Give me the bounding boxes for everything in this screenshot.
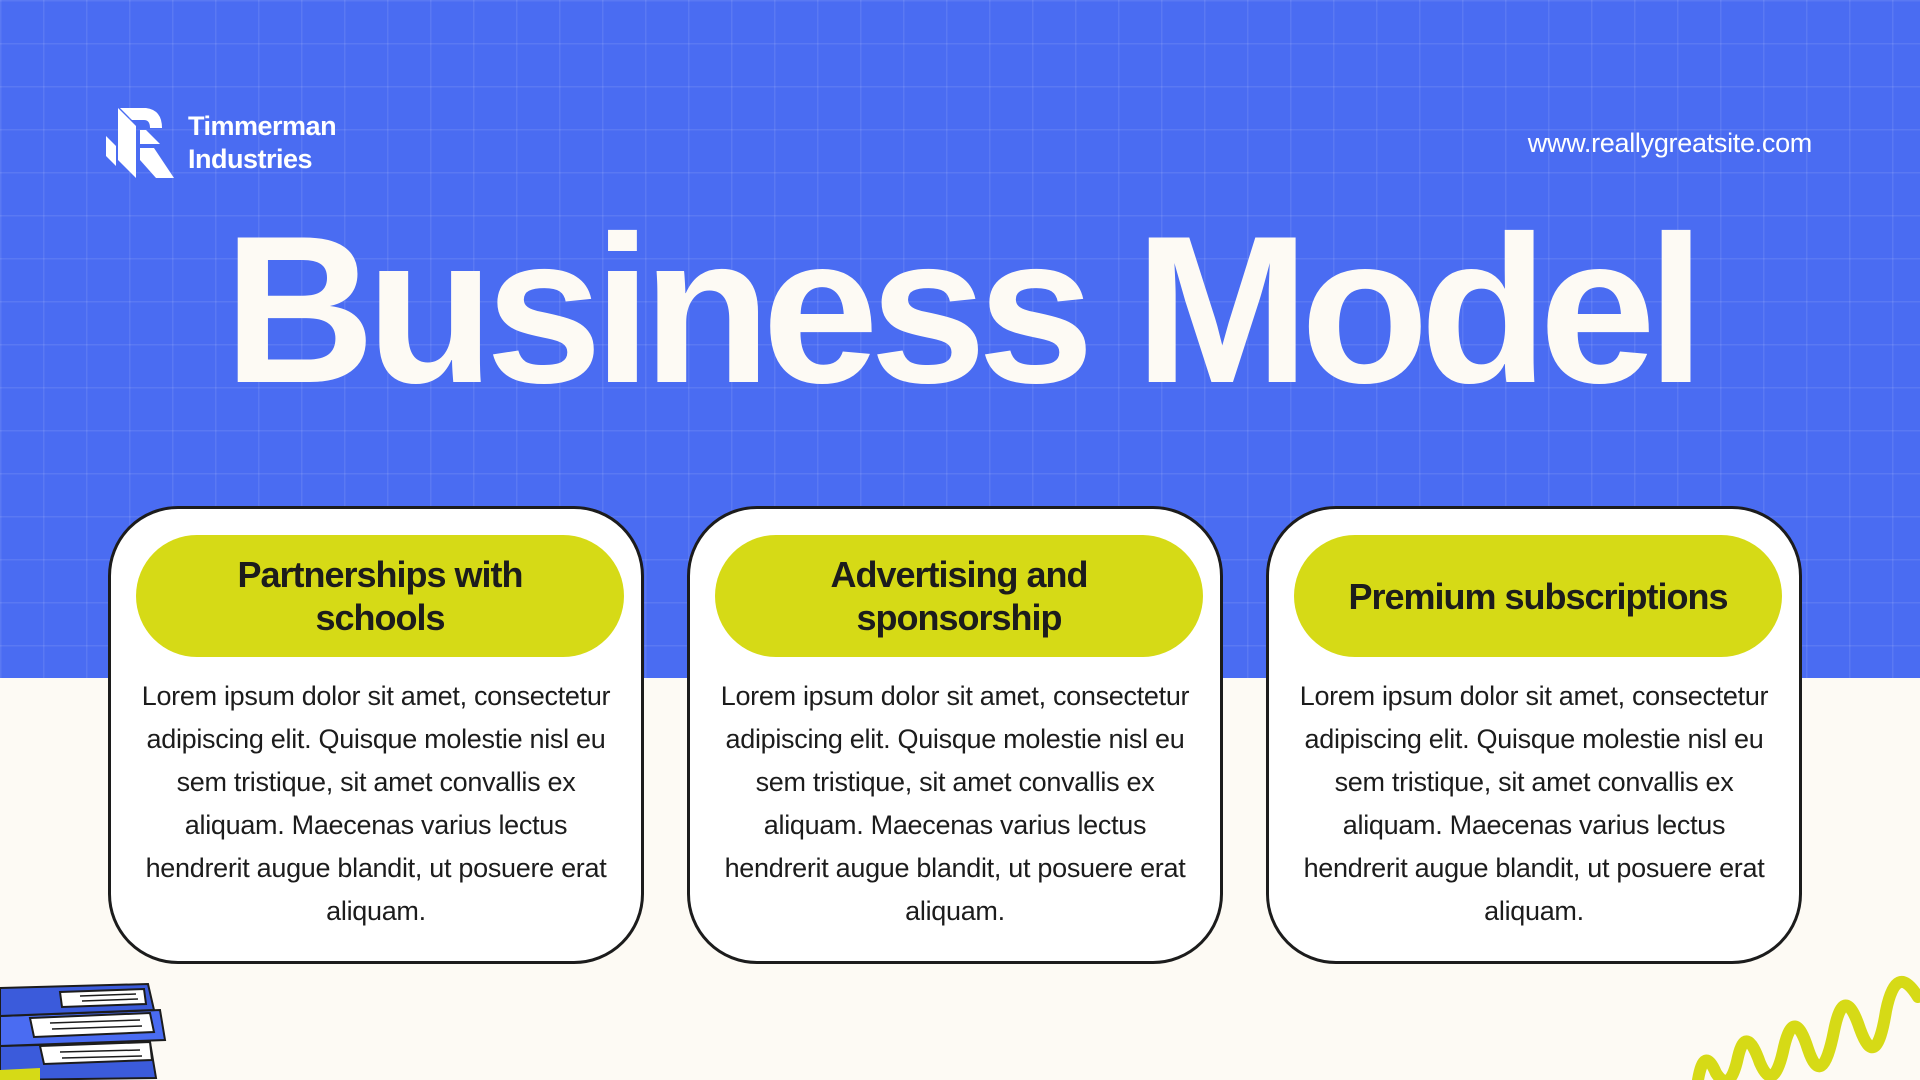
card-body: Lorem ipsum dolor sit amet, consectetur … — [720, 681, 1190, 926]
card-body: Lorem ipsum dolor sit amet, consectetur … — [1299, 681, 1769, 926]
card-heading-pill: Partnerships with schools — [136, 535, 624, 657]
card-heading: Advertising and sponsorship — [830, 554, 1088, 638]
logo-icon — [106, 108, 174, 178]
card-heading-pill: Advertising and sponsorship — [715, 535, 1203, 657]
card-heading: Partnerships with schools — [237, 554, 523, 638]
zigzag-squiggle-icon — [1692, 976, 1920, 1080]
card-partnerships: Partnerships with schools Lorem ipsum do… — [108, 506, 644, 964]
card-row: Partnerships with schools Lorem ipsum do… — [108, 506, 1802, 964]
card-heading: Premium subscriptions — [1348, 575, 1728, 617]
card-advertising: Advertising and sponsorship Lorem ipsum … — [687, 506, 1223, 964]
brand-logo: Timmerman Industries — [106, 108, 337, 178]
website-url: www.reallygreatsite.com — [1527, 128, 1813, 158]
card-premium: Premium subscriptions Lorem ipsum dolor … — [1266, 506, 1802, 964]
card-heading-pill: Premium subscriptions — [1294, 535, 1782, 657]
page-title: Business Model — [223, 192, 1706, 427]
books-stack-illustration — [0, 982, 167, 1080]
card-body: Lorem ipsum dolor sit amet, consectetur … — [141, 681, 611, 926]
brand-name-line1: Timmerman — [188, 111, 337, 141]
brand-name: Timmerman Industries — [188, 110, 337, 176]
brand-name-line2: Industries — [188, 144, 313, 174]
